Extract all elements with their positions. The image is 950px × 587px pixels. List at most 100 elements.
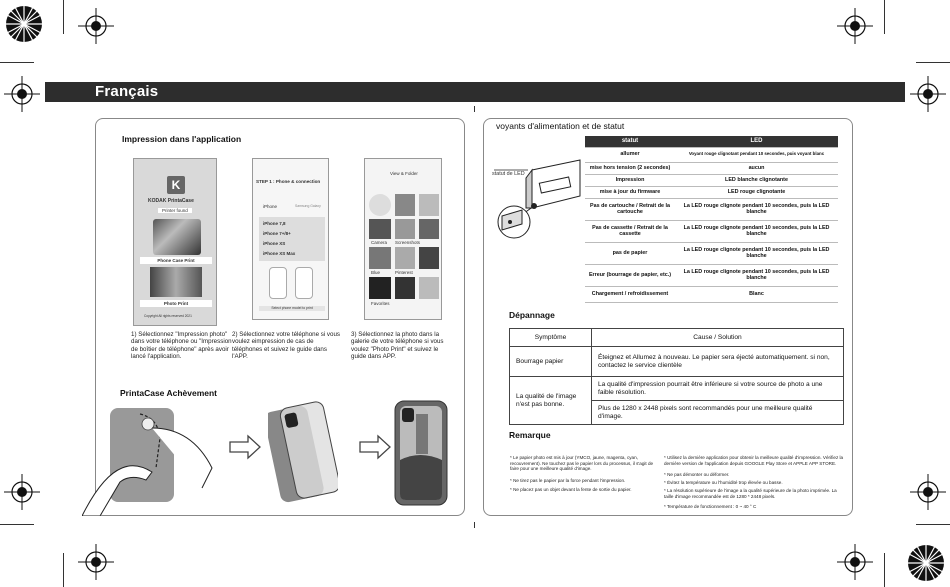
registration-mark bbox=[910, 474, 946, 510]
symptom-cell: Bourrage papier bbox=[509, 346, 592, 377]
led-row-status: mise à jour du firmware bbox=[585, 186, 675, 199]
led-row-led: La LED rouge clignote pendant 10 seconde… bbox=[675, 264, 838, 287]
step-1-text: 1) Sélectionnez "Impression photo" dans … bbox=[131, 331, 232, 361]
copyright-label: Copyright All rights reserved 2021 bbox=[144, 314, 192, 318]
phone-case-print-button[interactable]: Phone Case Print bbox=[140, 257, 212, 264]
model-item[interactable]: iPhone 7,8 bbox=[263, 221, 286, 226]
app-screen-gallery: View & Folder Camera Screenshots Blue Pi… bbox=[364, 158, 442, 320]
remark-item: * Ne placez pas un objet devant la fente… bbox=[510, 487, 632, 492]
album-label: Pinterest bbox=[395, 270, 413, 275]
tab-samsung[interactable]: Samsung Galaxy bbox=[295, 204, 321, 208]
app-screen-phone-select: STEP 1 : Phone & connection iPhone Samsu… bbox=[252, 158, 329, 320]
phone-outline-image bbox=[269, 267, 287, 299]
crop-mark bbox=[63, 0, 64, 34]
peel-sticker-illustration bbox=[82, 408, 213, 516]
trouble-header-symptom: Symptôme bbox=[509, 328, 592, 347]
troubleshooting-title: Dépannage bbox=[509, 310, 555, 320]
case-assembly-illustration bbox=[268, 401, 338, 503]
led-row-led: La LED rouge clignote pendant 10 seconde… bbox=[675, 242, 838, 265]
registration-mark bbox=[4, 474, 40, 510]
gallery-thumb bbox=[419, 194, 439, 216]
step-3-text: 3) Sélectionnez la photo dans la galerie… bbox=[351, 331, 444, 361]
led-header-led: LED bbox=[675, 136, 838, 148]
fold-line bbox=[474, 106, 475, 112]
gallery-thumb bbox=[395, 277, 415, 299]
led-row-status: allumer bbox=[585, 147, 675, 163]
symptom-cell: La qualité de l'image n'est pas bonne. bbox=[509, 376, 592, 425]
led-row-led: Voyant rouge clignotant pendant 10 secon… bbox=[675, 147, 838, 163]
arrow-right-icon bbox=[229, 434, 261, 460]
led-row-status: Impression bbox=[585, 174, 675, 187]
registration-mark bbox=[910, 76, 946, 112]
gallery-thumb bbox=[369, 194, 391, 216]
remark-item: * Ne tirez pas le papier par la force pe… bbox=[510, 478, 626, 483]
solution-cell: Éteignez et Allumez à nouveau. Le papier… bbox=[591, 346, 844, 377]
language-header-bar bbox=[45, 82, 905, 102]
model-item[interactable]: iPhone XS bbox=[263, 241, 286, 246]
phone-model-list: iPhone 7,8 iPhone 7+/8+ iPhone XS iPhone… bbox=[259, 217, 325, 261]
remark-item: * Température de fonctionnement : 0 ~ 40… bbox=[664, 504, 757, 509]
led-row-led: aucun bbox=[675, 162, 838, 175]
gallery-thumb bbox=[395, 219, 415, 239]
trouble-header-solution: Cause / Solution bbox=[591, 328, 844, 347]
led-callout-label: statut de LED bbox=[492, 171, 525, 177]
photo-print-button[interactable]: Photo Print bbox=[140, 300, 212, 307]
led-row-led: LED rouge clignotante bbox=[675, 186, 838, 199]
printer-found-label: Printer found bbox=[158, 208, 192, 213]
model-item[interactable]: iPhone XS Max bbox=[263, 251, 296, 256]
status-title: voyants d'alimentation et de statut bbox=[496, 121, 625, 131]
registration-mark bbox=[78, 544, 114, 580]
remark-item: * Évitez la température ou l'humidité tr… bbox=[664, 480, 783, 485]
remark-item: * Utilisez la dernière application pour … bbox=[664, 455, 844, 466]
star-target-mark bbox=[908, 545, 944, 581]
gallery-title: View & Folder bbox=[390, 171, 418, 176]
tab-iphone[interactable]: iPhone bbox=[263, 204, 278, 209]
gallery-thumb bbox=[369, 247, 391, 269]
solution-cell: La qualité d'impression pourrait être in… bbox=[591, 376, 844, 401]
star-target-mark bbox=[6, 6, 42, 42]
led-row-status: Erreur (bourrage de papier, etc.) bbox=[585, 264, 675, 287]
language-title: Français bbox=[95, 83, 159, 100]
led-row-led: LED blanche clignotante bbox=[675, 174, 838, 187]
solution-cell: Plus de 1280 x 2448 pixels sont recomman… bbox=[591, 400, 844, 425]
crop-mark bbox=[884, 0, 885, 34]
gallery-thumb bbox=[395, 247, 415, 269]
step-label: STEP 1 : Phone & connection bbox=[256, 179, 321, 184]
led-row-status: Chargement / refroidissement bbox=[585, 286, 675, 303]
achievement-title: PrintaCase Achèvement bbox=[120, 388, 218, 398]
brand-label: KODAK PrintaCase bbox=[148, 198, 194, 204]
led-row-led: Blanc bbox=[675, 286, 838, 303]
case-photo-image bbox=[153, 219, 201, 255]
registration-mark bbox=[78, 8, 114, 44]
arrow-right-icon bbox=[359, 434, 391, 460]
led-row-status: Pas de cassette / Retrait de la cassette bbox=[585, 220, 675, 243]
led-row-led: La LED rouge clignote pendant 10 seconde… bbox=[675, 198, 838, 221]
registration-mark bbox=[837, 8, 873, 44]
crop-mark bbox=[916, 524, 950, 525]
remark-item: * La résolution supérieure de l'image a … bbox=[664, 488, 837, 499]
app-print-title: Impression dans l'application bbox=[122, 134, 242, 144]
crop-mark bbox=[884, 553, 885, 587]
gallery-thumb bbox=[369, 277, 391, 299]
gallery-thumb bbox=[419, 247, 439, 269]
remark-item: * Ne pas démonter ou déformer. bbox=[664, 472, 730, 477]
album-label: Screenshots bbox=[395, 240, 421, 245]
led-row-led: La LED rouge clignote pendant 10 seconde… bbox=[675, 220, 838, 243]
album-label: Favorites bbox=[371, 301, 390, 306]
photo-print-image bbox=[150, 267, 202, 297]
phone-outline-image bbox=[295, 267, 313, 299]
remark-item: * Le papier photo est mis à jour (YMCO, … bbox=[510, 455, 654, 472]
crop-mark bbox=[0, 524, 34, 525]
led-row-status: mise hors tension (2 secondes) bbox=[585, 162, 675, 175]
select-model-button[interactable]: Select phone model to print bbox=[259, 306, 325, 311]
gallery-thumb bbox=[419, 219, 439, 239]
model-item[interactable]: iPhone 7+/8+ bbox=[263, 231, 291, 236]
led-row-status: Pas de cartouche / Retrait de la cartouc… bbox=[585, 198, 675, 221]
registration-mark bbox=[837, 544, 873, 580]
gallery-thumb bbox=[369, 219, 391, 239]
fold-line bbox=[474, 522, 475, 528]
crop-mark bbox=[916, 62, 950, 63]
led-header-status: statut bbox=[585, 136, 675, 148]
crop-mark bbox=[63, 553, 64, 587]
